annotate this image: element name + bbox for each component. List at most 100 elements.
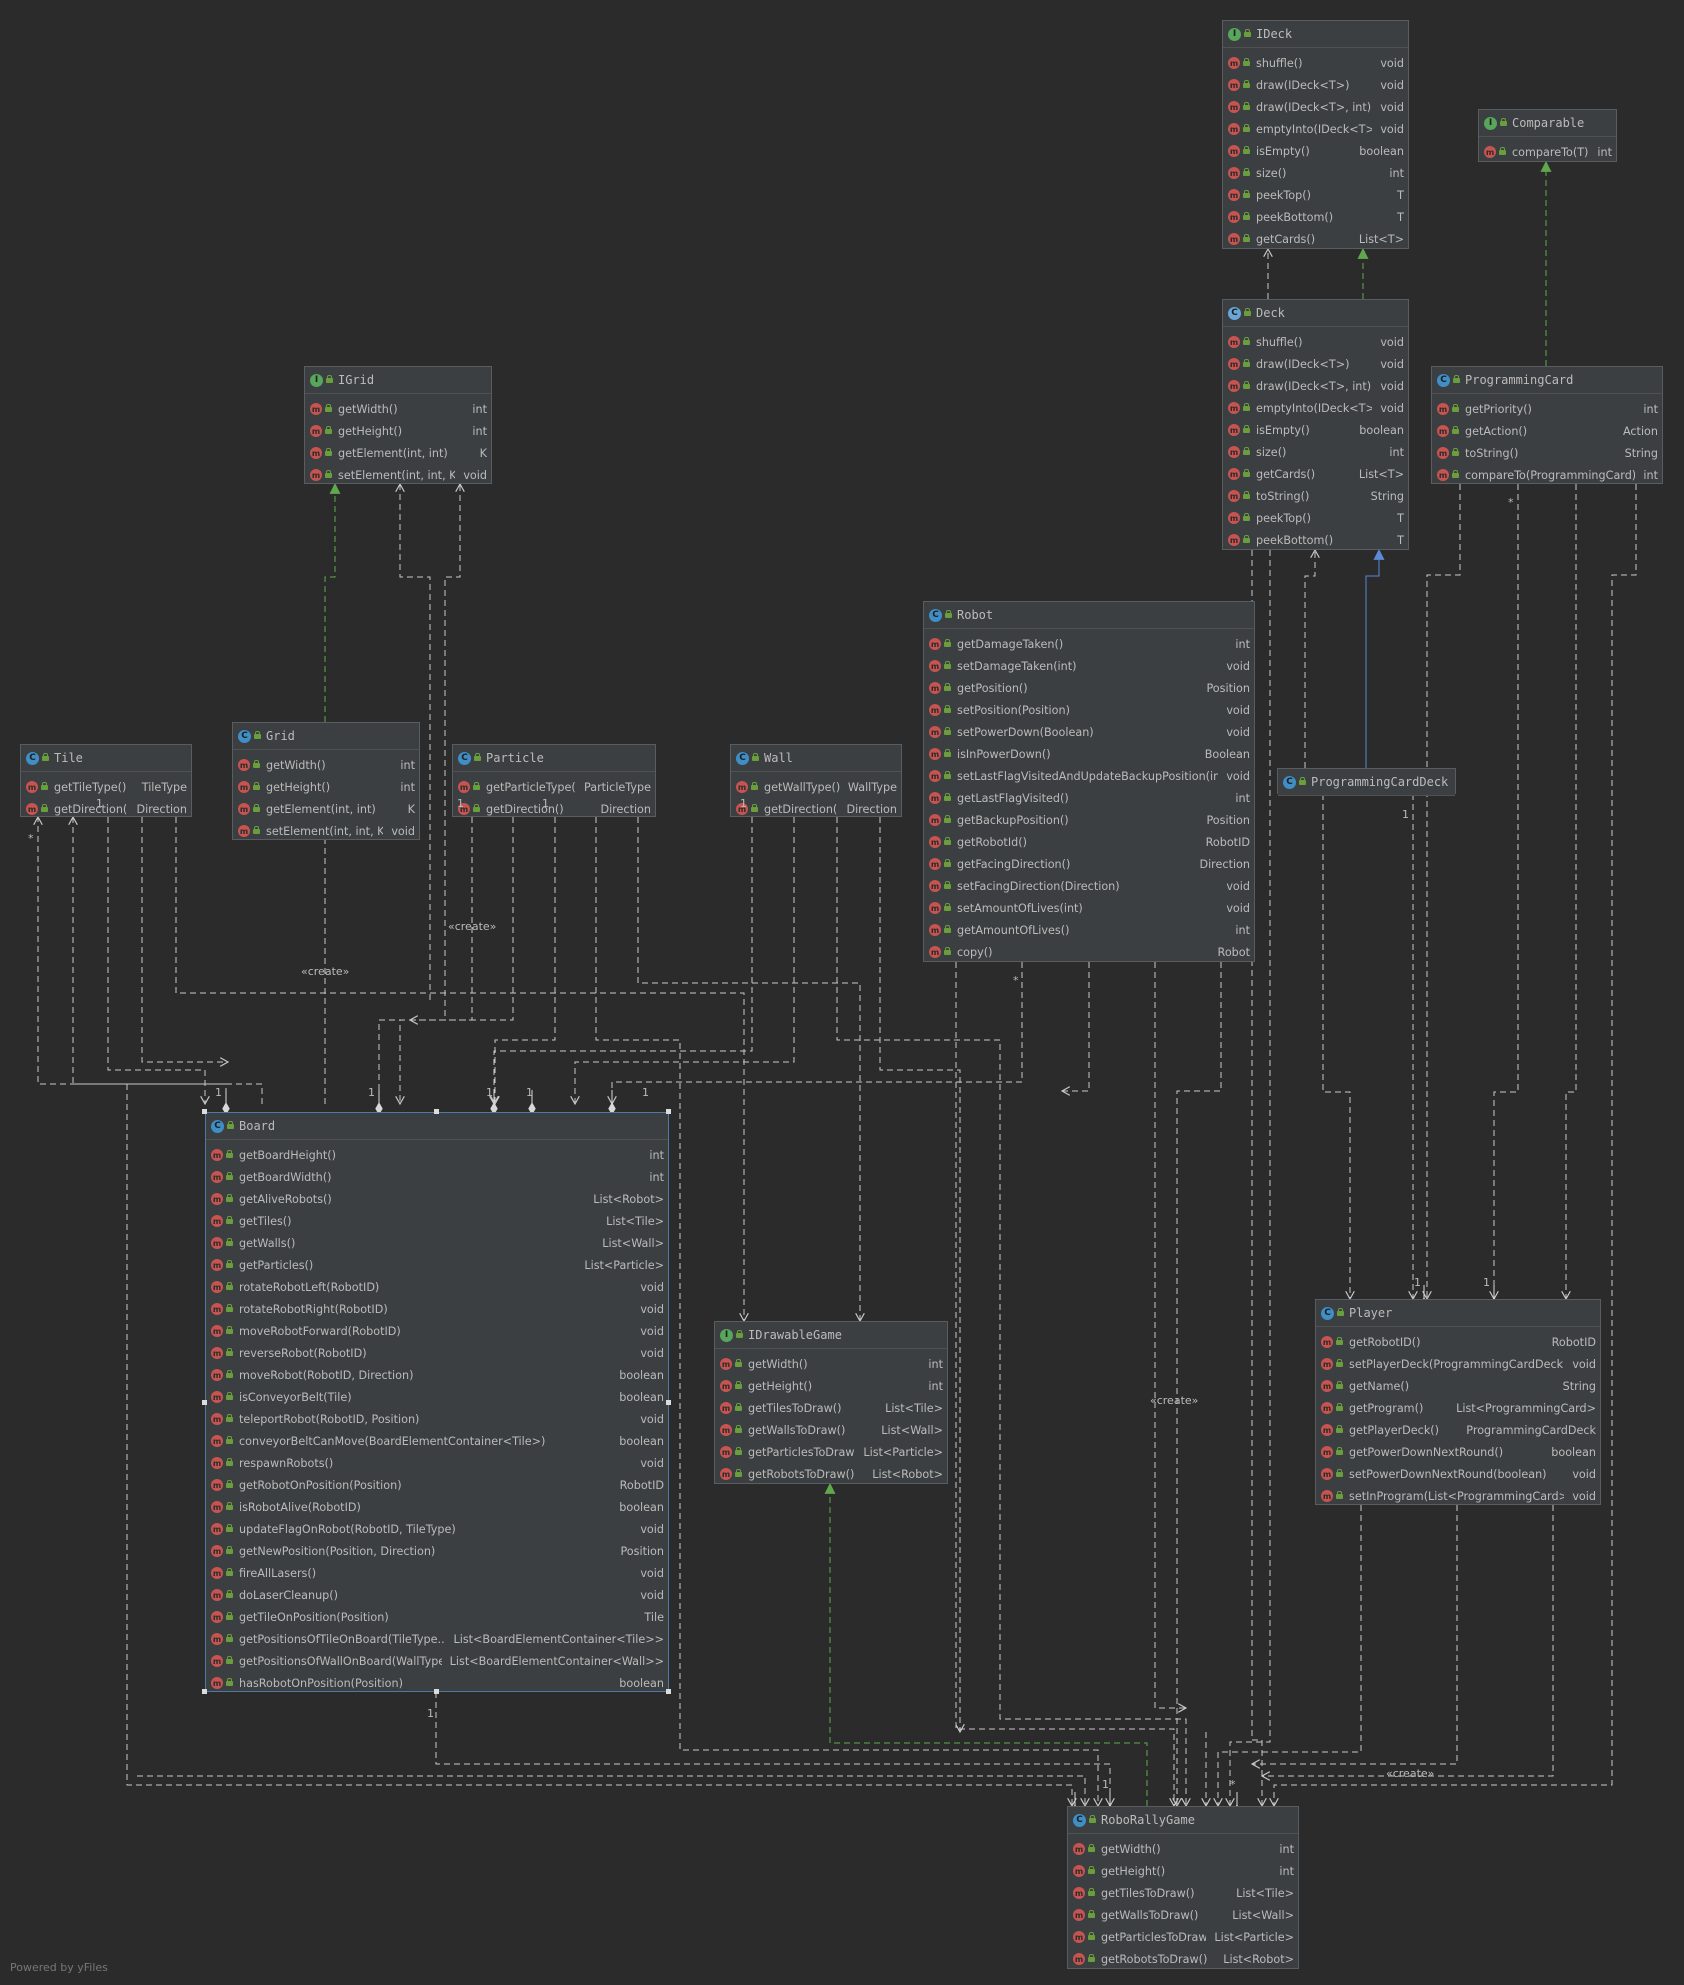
edge-grid-uses-igrid[interactable] <box>400 484 431 1000</box>
selection-handle[interactable] <box>202 1109 207 1114</box>
edge-player-assoc-roborally[interactable] <box>1218 1505 1362 1806</box>
edge-board-left-dep-2[interactable] <box>137 1775 1085 1806</box>
selection-handle[interactable] <box>202 1689 207 1694</box>
edge-particle-dep-3[interactable] <box>495 817 556 1104</box>
edge-robot-dep-2[interactable] <box>1062 962 1090 1091</box>
edge-tile-dep-1[interactable] <box>73 817 263 1104</box>
edge-particle-dep-4[interactable] <box>595 817 1098 1806</box>
selection-handle[interactable] <box>202 1400 207 1405</box>
edge-board-assoc-roborally[interactable] <box>435 1692 1110 1806</box>
edge-board-left-dep[interactable] <box>126 1084 1072 1806</box>
edge-robot-dep-4[interactable] <box>1177 962 1222 1806</box>
edge-tile-dep-4[interactable] <box>175 817 744 1321</box>
edge-roborallygame-implements-idrawablegame[interactable] <box>824 1482 1148 1806</box>
edge-player-dep-2[interactable] <box>1262 1505 1554 1776</box>
edge-robot-dep-1[interactable] <box>955 962 1174 1806</box>
selection-handle[interactable] <box>666 1109 671 1114</box>
edge-grid-implements-igrid[interactable] <box>324 482 341 722</box>
selection-handle[interactable] <box>434 1689 439 1694</box>
edge-programmingcard-dep-2[interactable] <box>1566 484 1577 1299</box>
edge-wall-dep-4[interactable] <box>879 817 960 1732</box>
edge-particle-dep-5[interactable] <box>637 817 860 1321</box>
edge-programmingcard-dep-3[interactable] <box>1274 484 1637 1806</box>
edge-tile-dep-2[interactable] <box>107 817 205 1104</box>
edge-particle-dep-2[interactable] <box>410 817 514 1020</box>
